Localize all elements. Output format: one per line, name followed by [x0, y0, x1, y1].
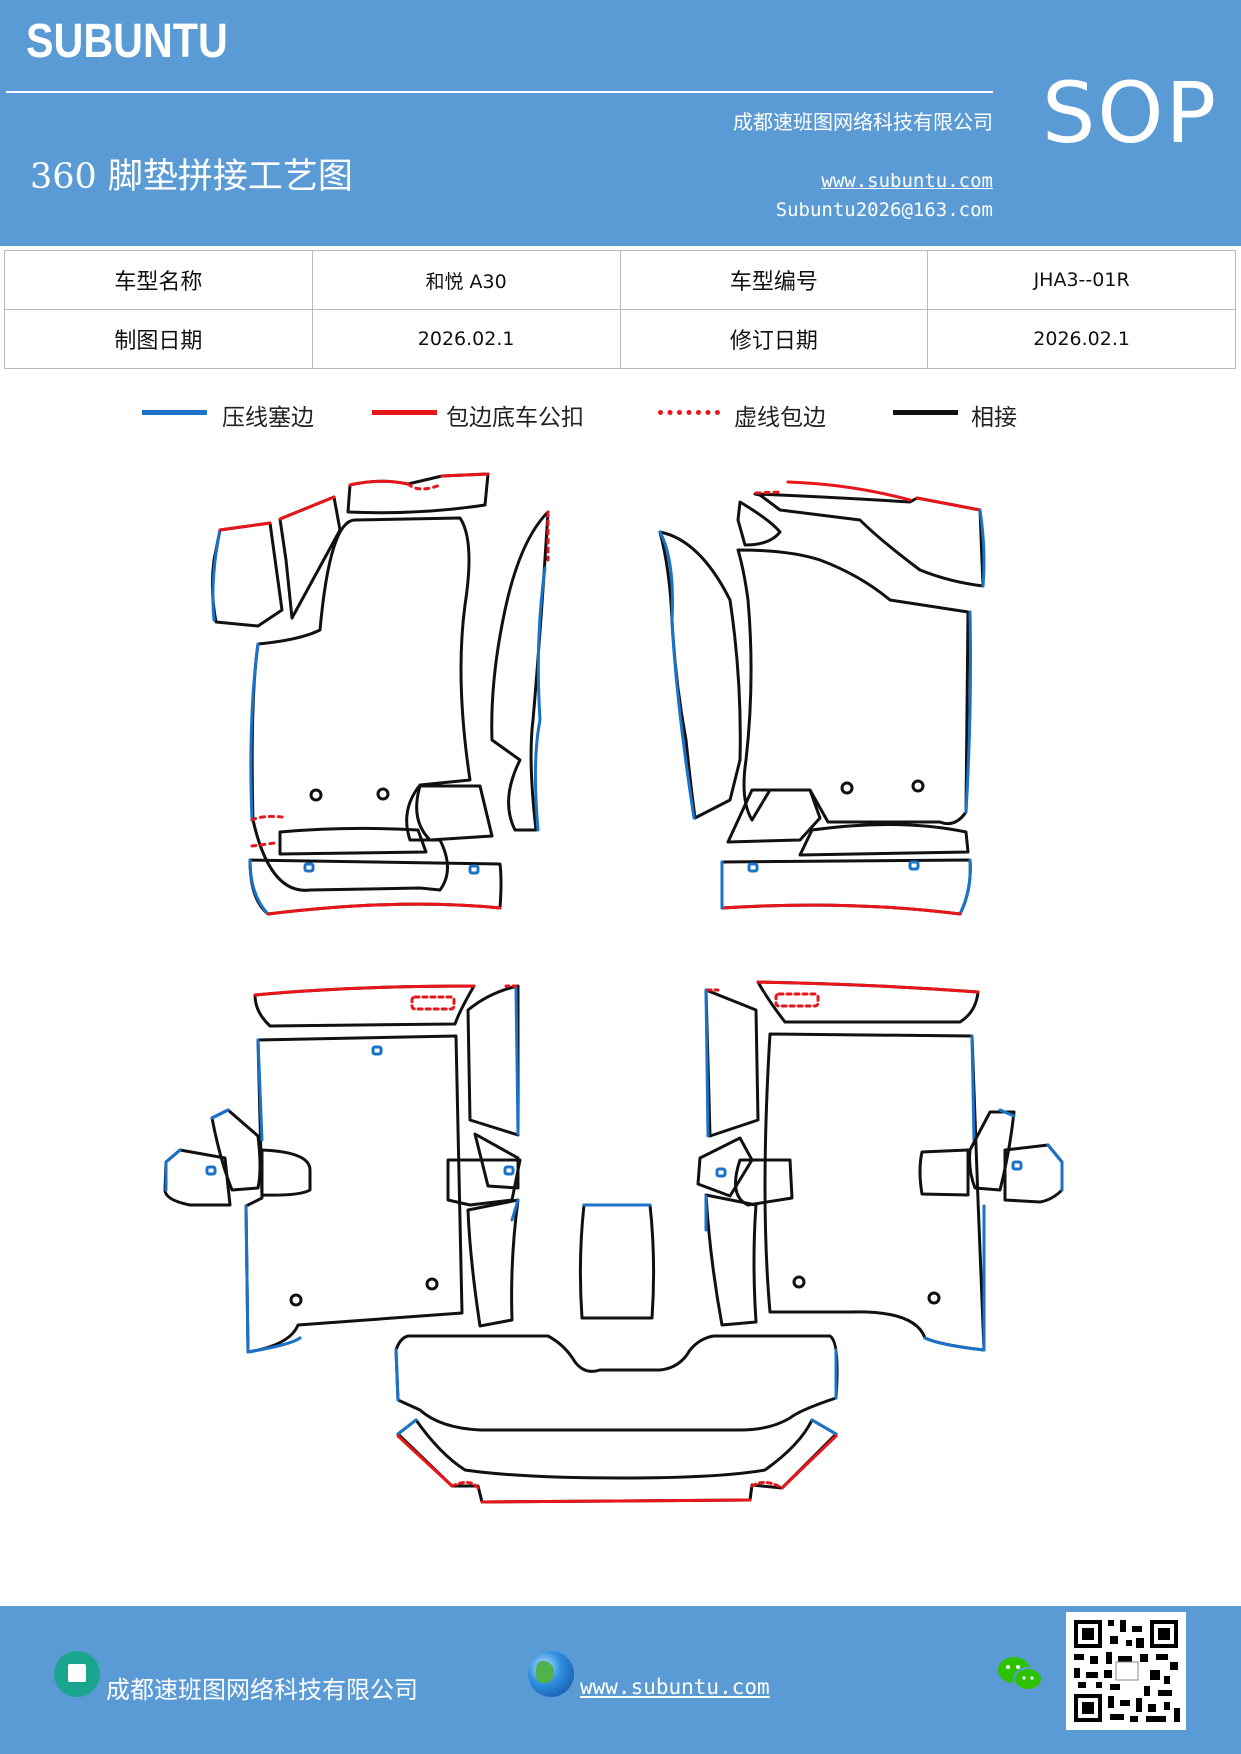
model-code-label: 车型编号 [619, 250, 929, 310]
table-row: 制图日期 2026.02.1 修订日期 2026.02.1 [4, 309, 1236, 369]
draw-date-value: 2026.02.1 [311, 309, 621, 369]
model-name-label: 车型名称 [4, 250, 313, 310]
legend: 压线塞边 包边底车公扣 虚线包边 相接 [0, 394, 1241, 434]
draw-date-label: 制图日期 [4, 309, 313, 369]
header-banner [0, 0, 1241, 246]
revise-date-value: 2026.02.1 [927, 309, 1236, 369]
footer-company: 成都速班图网络科技有限公司 [106, 1676, 418, 1704]
page-title: 360 脚垫拼接工艺图 [30, 157, 353, 197]
mat-front-left [210, 472, 550, 916]
legend-label: 虚线包边 [734, 405, 826, 431]
model-name-value: 和悦 A30 [311, 250, 621, 310]
legend-label: 包边底车公扣 [446, 405, 584, 431]
revise-date-label: 修订日期 [619, 309, 929, 369]
mat-trunk [394, 1334, 839, 1504]
info-table: 车型名称 和悦 A30 车型编号 JHA3--01R 制图日期 2026.02.… [4, 250, 1236, 369]
qr-code[interactable] [1066, 1612, 1186, 1730]
legend-swatch-blue [142, 410, 207, 415]
sop-label: SOP [1042, 64, 1219, 162]
floor-mat-diagram [163, 472, 1064, 1504]
mat-front-right [658, 480, 986, 916]
building-icon [54, 1651, 100, 1697]
footer-website-link[interactable]: www.subuntu.com [580, 1675, 770, 1699]
wechat-icon[interactable] [996, 1652, 1044, 1696]
legend-label: 压线塞边 [222, 405, 314, 431]
legend-swatch-black [893, 410, 958, 415]
legend-label: 相接 [971, 405, 1017, 431]
model-code-value: JHA3--01R [927, 250, 1236, 310]
legend-swatch-red-dotted [658, 410, 720, 415]
header-company: 成都速班图网络科技有限公司 [733, 110, 993, 134]
mat-rear-right [696, 980, 1064, 1352]
mat-rear-left [163, 984, 522, 1354]
header-divider [6, 91, 993, 93]
mat-center-tunnel [578, 1203, 656, 1320]
legend-swatch-red [372, 410, 437, 415]
header-website-link[interactable]: www.subuntu.com [821, 170, 993, 192]
table-row: 车型名称 和悦 A30 车型编号 JHA3--01R [4, 250, 1236, 310]
brand-logo: SUBUNTU [26, 15, 228, 68]
globe-icon [528, 1651, 574, 1697]
header-email: Subuntu2026@163.com [775, 199, 993, 221]
